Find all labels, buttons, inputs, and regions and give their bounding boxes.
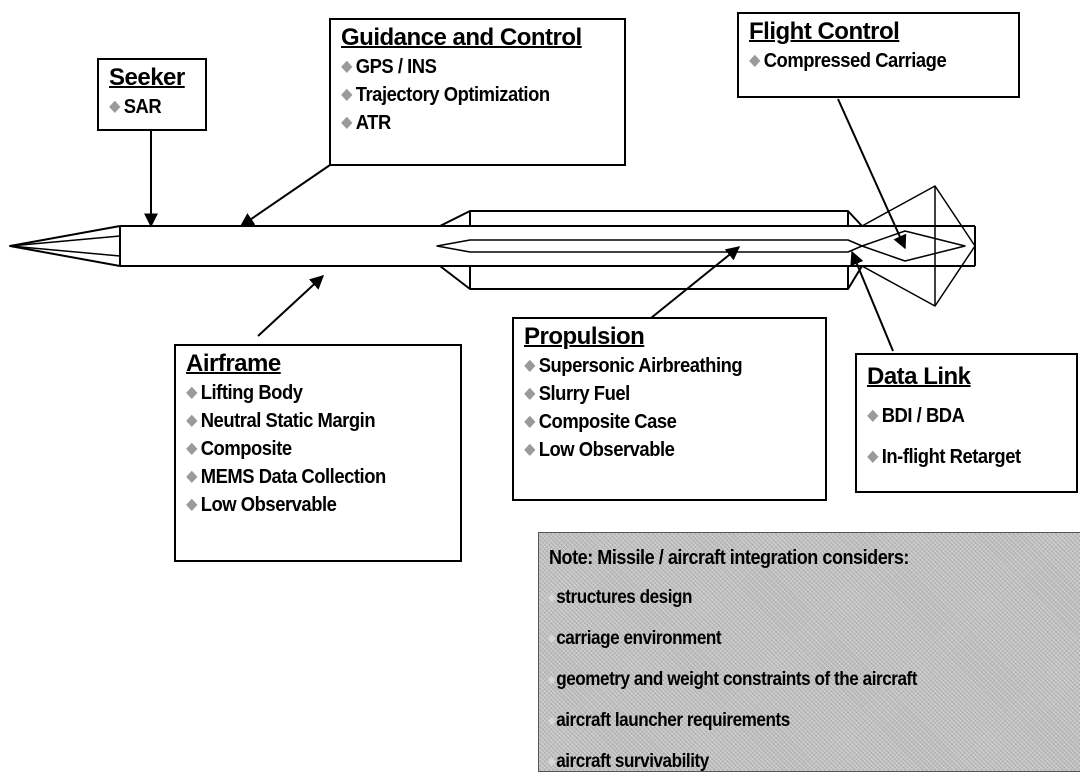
small-diamond-bullet-icon (547, 675, 556, 684)
data-link-title: Data Link (867, 363, 971, 390)
data-link-item: ◆In-flight Retarget (867, 446, 1021, 468)
note-item: geometry and weight constraints of the a… (547, 659, 1021, 700)
airframe-item: ◆Low Observable (186, 494, 337, 516)
data-link-box: Data Link ◆BDI / BDA ◆In-flight Retarget (855, 353, 1078, 493)
guidance-control-title: Guidance and Control (341, 24, 582, 51)
guidance-item: ◆Trajectory Optimization (341, 84, 550, 106)
small-diamond-bullet-icon (547, 634, 556, 643)
diamond-bullet-icon: ◆ (186, 496, 197, 513)
small-diamond-bullet-icon (547, 757, 556, 766)
seeker-box: Seeker ◆SAR (97, 58, 207, 131)
propulsion-box: Propulsion ◆Supersonic Airbreathing ◆Slu… (512, 317, 827, 501)
small-diamond-bullet-icon (547, 593, 556, 602)
diamond-bullet-icon: ◆ (109, 98, 120, 115)
propulsion-item: ◆Slurry Fuel (524, 383, 630, 405)
airframe-arrow (257, 275, 325, 337)
diamond-bullet-icon: ◆ (524, 413, 535, 430)
diamond-bullet-icon: ◆ (341, 114, 352, 131)
diamond-bullet-icon: ◆ (524, 357, 535, 374)
tail-fins (861, 185, 976, 307)
note-item: structures design (547, 577, 1021, 618)
flight-control-item: ◆Compressed Carriage (749, 50, 947, 72)
airframe-item: ◆Composite (186, 438, 292, 460)
diamond-bullet-icon: ◆ (186, 412, 197, 429)
missile-diagram (9, 98, 976, 352)
guidance-item: ◆GPS / INS (341, 56, 437, 78)
small-diamond-bullet-icon (547, 716, 556, 725)
data-link-arrow (850, 250, 894, 352)
propulsion-item: ◆Low Observable (524, 439, 675, 461)
note-item: aircraft survivability (547, 741, 1021, 782)
nose-cone (9, 225, 121, 267)
propulsion-item: ◆Supersonic Airbreathing (524, 355, 743, 377)
propulsion-title: Propulsion (524, 323, 645, 350)
airframe-item: ◆Lifting Body (186, 382, 303, 404)
guidance-control-box: Guidance and Control ◆GPS / INS ◆Traject… (329, 18, 626, 166)
diamond-bullet-icon: ◆ (341, 86, 352, 103)
diamond-bullet-icon: ◆ (867, 407, 878, 424)
diamond-bullet-icon: ◆ (867, 448, 878, 465)
flight-control-title: Flight Control (749, 18, 900, 45)
note-item: aircraft launcher requirements (547, 700, 1021, 741)
note-title: Note: Missile / aircraft integration con… (549, 547, 909, 569)
diamond-bullet-icon: ◆ (524, 385, 535, 402)
leader-arrows (144, 98, 907, 352)
note-item: carriage environment (547, 618, 1021, 659)
propulsion-item: ◆Composite Case (524, 411, 677, 433)
diamond-bullet-icon: ◆ (186, 440, 197, 457)
diamond-bullet-icon: ◆ (341, 58, 352, 75)
inlet-fairing (439, 210, 863, 227)
flight-control-box: Flight Control ◆Compressed Carriage (737, 12, 1020, 98)
center-duct (436, 239, 863, 253)
diamond-bullet-icon: ◆ (749, 52, 760, 69)
seeker-item: ◆SAR (109, 96, 162, 118)
airframe-title: Airframe (186, 350, 281, 377)
integration-note: Note: Missile / aircraft integration con… (538, 532, 1080, 772)
diamond-bullet-icon: ◆ (186, 384, 197, 401)
airframe-item: ◆Neutral Static Margin (186, 410, 376, 432)
diamond-bullet-icon: ◆ (524, 441, 535, 458)
missile-body (9, 185, 976, 307)
guidance-item: ◆ATR (341, 112, 391, 134)
airframe-item: ◆MEMS Data Collection (186, 466, 386, 488)
guidance-arrow (239, 164, 331, 227)
propulsion-arrow (650, 246, 741, 319)
data-link-item: ◆BDI / BDA (867, 405, 965, 427)
flight-control-arrow (837, 98, 907, 250)
seeker-title: Seeker (109, 64, 185, 91)
diamond-bullet-icon: ◆ (186, 468, 197, 485)
airframe-box: Airframe ◆Lifting Body ◆Neutral Static M… (174, 344, 462, 562)
